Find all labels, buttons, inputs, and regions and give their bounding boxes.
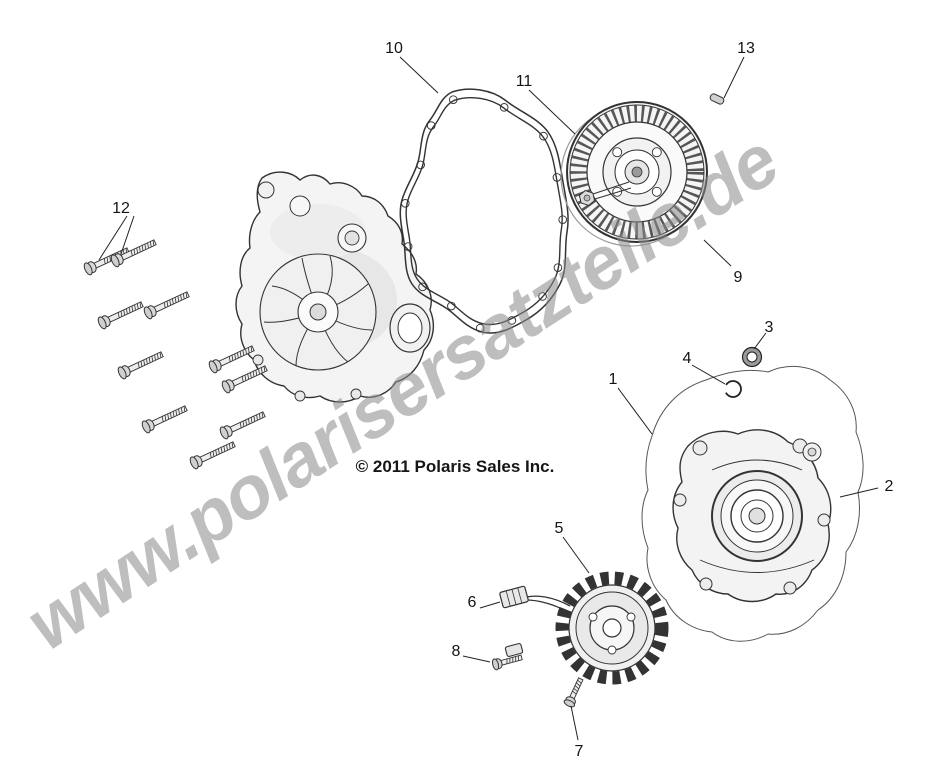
wire-clamp-drawing: [504, 642, 524, 658]
gasket-drawing: [399, 88, 569, 334]
woodruff-key-drawing: [709, 93, 725, 105]
callout-4: 4: [683, 350, 692, 367]
stator-bolt-7-drawing: [562, 676, 587, 709]
stator-drawing: [525, 571, 669, 685]
callout-7: 7: [575, 743, 584, 760]
callout-3: 3: [765, 319, 774, 336]
copyright-text: © 2011 Polaris Sales Inc.: [356, 457, 555, 476]
callout-leader-lines: [98, 56, 879, 741]
bearing-drawing: [741, 346, 763, 368]
stator-wires: [525, 595, 571, 613]
callout-13: 13: [737, 40, 755, 57]
callout-11: 11: [516, 73, 533, 90]
snap-ring-drawing: [724, 380, 742, 398]
connector-drawing: [499, 585, 529, 609]
callout-5: 5: [555, 520, 564, 537]
callout-9: 9: [734, 269, 743, 286]
flywheel-drawing: [560, 101, 708, 247]
stator-cover-drawing: [641, 366, 864, 642]
callout-8: 8: [452, 643, 461, 660]
callout-1: 1: [609, 371, 618, 388]
callout-12: 12: [112, 200, 130, 217]
callout-2: 2: [885, 478, 894, 495]
callout-6: 6: [468, 594, 477, 611]
clutch-cover-drawing: [235, 171, 435, 403]
callout-10: 10: [385, 40, 403, 57]
